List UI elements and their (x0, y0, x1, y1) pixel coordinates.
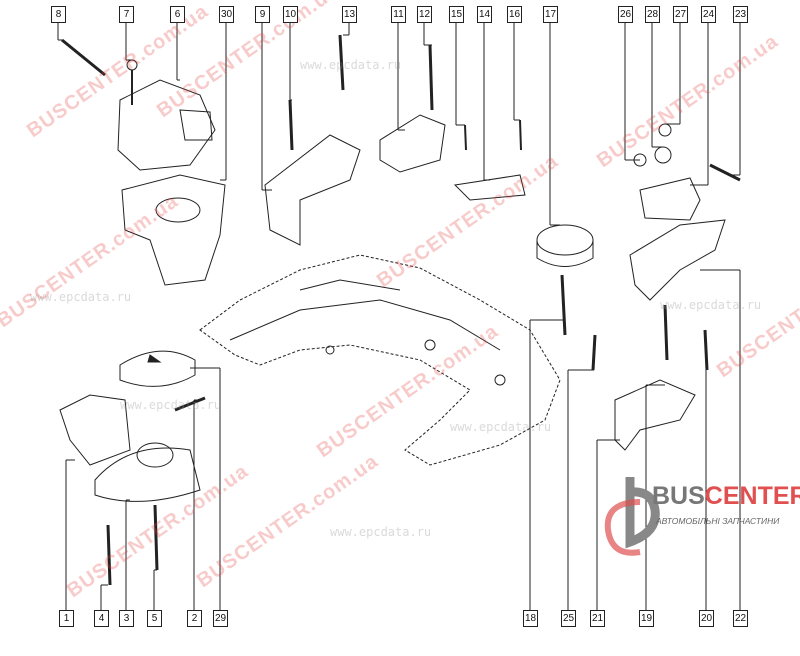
callout-30: 30 (219, 6, 234, 23)
callout-9: 9 (255, 6, 270, 23)
callout-15: 15 (449, 6, 464, 23)
callout-6: 6 (170, 6, 185, 23)
callout-3: 3 (119, 610, 134, 627)
callout-7: 7 (119, 6, 134, 23)
callout-24: 24 (701, 6, 716, 23)
bracket-21 (614, 379, 696, 451)
callout-26: 26 (618, 6, 633, 23)
callout-21: 21 (590, 610, 605, 627)
callout-29: 29 (213, 610, 228, 627)
buscenter-logo: BUSCENTER АВТОМОБІЛЬНІ ЗАПЧАСТИНИ (600, 472, 800, 562)
watermark: www.epcdata.ru (660, 298, 762, 312)
callout-18: 18 (523, 610, 538, 627)
bracket-9 (264, 134, 361, 246)
callout-1: 1 (59, 610, 74, 627)
callout-28: 28 (645, 6, 660, 23)
torque-rod-11 (379, 114, 446, 173)
bracket-1 (59, 394, 131, 466)
callout-11: 11 (391, 6, 406, 23)
callout-27: 27 (673, 6, 688, 23)
mount-24 (639, 177, 701, 221)
watermark: www.epcdata.ru (120, 398, 222, 412)
logo-tagline: АВТОМОБІЛЬНІ ЗАПЧАСТИНИ (656, 516, 780, 526)
logo-mark (604, 477, 660, 556)
callout-19: 19 (639, 610, 654, 627)
callout-16: 16 (507, 6, 522, 23)
bracket-14 (453, 174, 526, 201)
callout-4: 4 (94, 610, 109, 627)
watermark: www.epcdata.ru (300, 58, 402, 72)
watermark: www.epcdata.ru (450, 420, 552, 434)
callout-12: 12 (417, 6, 432, 23)
callout-20: 20 (699, 610, 714, 627)
callout-13: 13 (342, 6, 357, 23)
pad-29 (119, 350, 196, 387)
callout-5: 5 (147, 610, 162, 627)
callout-25: 25 (561, 610, 576, 627)
callout-10: 10 (283, 6, 298, 23)
mount-17 (536, 224, 594, 256)
callout-14: 14 (477, 6, 492, 23)
callout-2: 2 (187, 610, 202, 627)
watermark: www.epcdata.ru (330, 525, 432, 539)
callout-8: 8 (51, 6, 66, 23)
logo-brand: BUSCENTER (652, 482, 800, 510)
mount-3 (94, 447, 201, 502)
callout-23: 23 (733, 6, 748, 23)
callout-17: 17 (543, 6, 558, 23)
engine-mount-6 (117, 79, 226, 286)
bracket-22 (629, 219, 726, 301)
bolt-8 (61, 38, 106, 77)
subframe (199, 254, 561, 466)
callout-22: 22 (733, 610, 748, 627)
watermark: www.epcdata.ru (30, 290, 132, 304)
